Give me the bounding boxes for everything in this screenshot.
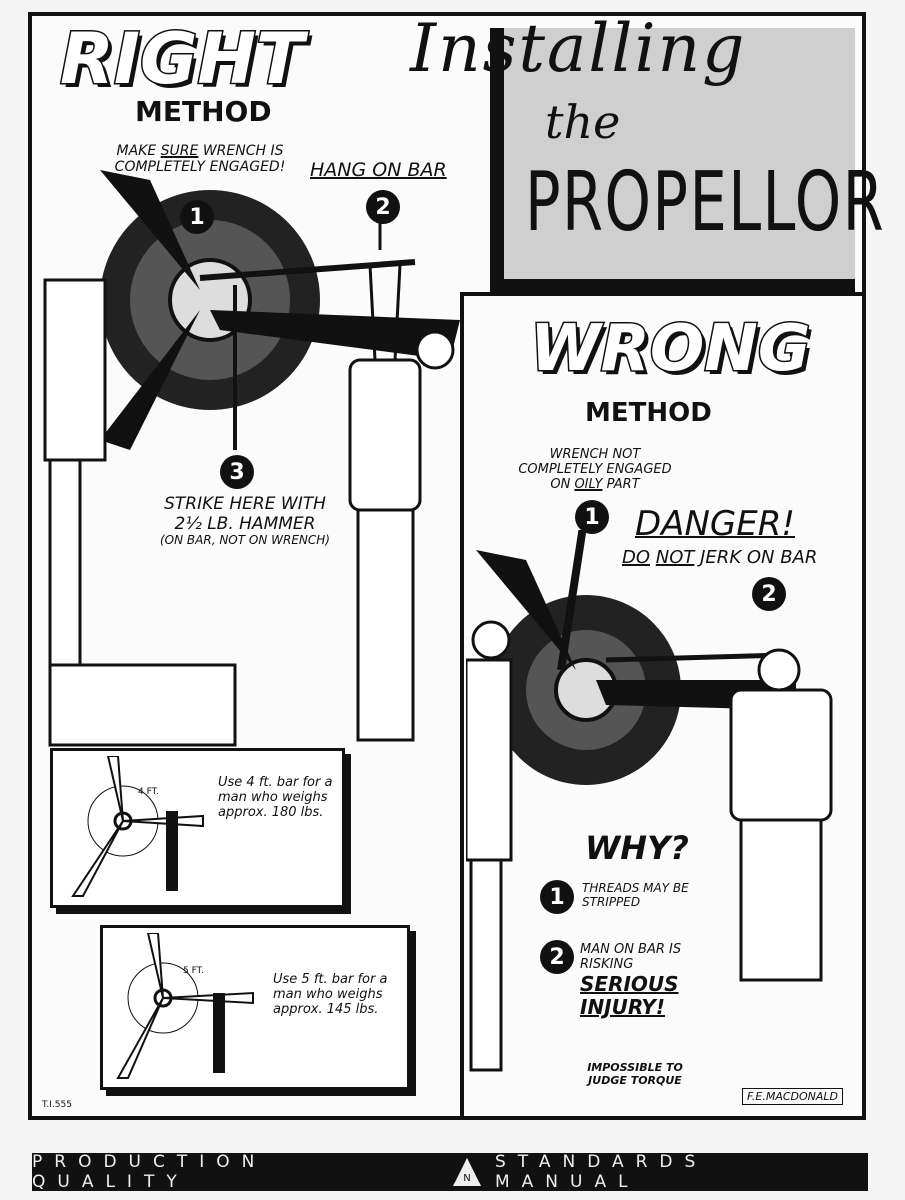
danger-text: Do not jerk on bar [622, 547, 818, 568]
wrong-step1-badge: 1 [575, 500, 609, 534]
wrong-panel [460, 292, 866, 1120]
inset-4ft-text: Use 4 ft. bar for a man who weighs appro… [218, 775, 333, 820]
wrong-step2-badge: 2 [752, 577, 786, 611]
why-reason1-text: Threads may be stripped [582, 881, 689, 909]
inset-5ft-text: Use 5 ft. bar for a man who weighs appro… [273, 972, 388, 1017]
right-step2-text: Hang on bar [310, 159, 447, 181]
right-step3-badge: 3 [220, 455, 254, 489]
footer-right-text: STANDARDS MANUAL [495, 1152, 708, 1192]
right-step1-text: Make sure wrench is completely engaged! [114, 143, 286, 176]
document-code: T.I.555 [42, 1100, 72, 1110]
inset-4ft: 4 FT. Use 4 ft. bar for a man who weighs… [50, 748, 345, 908]
right-step2-badge: 2 [366, 190, 400, 224]
right-method-illustration [43, 170, 460, 747]
nqa-logo-icon: N [453, 1158, 481, 1186]
wrong-subheading: METHOD [585, 398, 712, 428]
title-propellor: PROPELLOR [525, 155, 886, 250]
artist-signature: F.E.MACDONALD [742, 1088, 844, 1105]
wrong-step1-text: Wrench not completely engaged on oily pa… [518, 447, 672, 492]
worker-figure [466, 620, 513, 1072]
mechanic-figure [729, 648, 833, 982]
inset-5ft: 5 FT. Use 5 ft. bar for a man who weighs… [100, 925, 410, 1090]
right-step3-text: Strike here with 2½ lb. hammer (on bar, … [160, 494, 330, 548]
worker-figure [43, 278, 107, 682]
why-reason2-badge: 2 [540, 940, 574, 974]
why-reason2-text: Man on bar is risking Serious Injury! [580, 942, 682, 1019]
danger-title: DANGER! [635, 504, 795, 544]
title-box [490, 28, 855, 293]
footer-bar: PRODUCTION QUALITY N STANDARDS MANUAL [32, 1152, 868, 1192]
title-the: the [545, 95, 621, 149]
propeller-icon [71, 756, 204, 897]
right-subheading: METHOD [135, 95, 272, 128]
why-title: WHY? [585, 829, 689, 867]
box [48, 663, 237, 747]
mechanic-figure [348, 264, 455, 742]
wrong-heading: WRONG [528, 311, 811, 388]
right-step1-badge: 1 [180, 200, 214, 234]
title-installing: Installing [410, 10, 747, 87]
right-heading: RIGHT [59, 17, 306, 102]
footer-left-text: PRODUCTION QUALITY [32, 1152, 267, 1192]
why-reason1-badge: 1 [540, 880, 574, 914]
wrong-method-illustration [466, 530, 833, 1072]
propeller-icon [116, 933, 254, 1079]
torque-note: Impossible to judge torque [587, 1061, 683, 1087]
